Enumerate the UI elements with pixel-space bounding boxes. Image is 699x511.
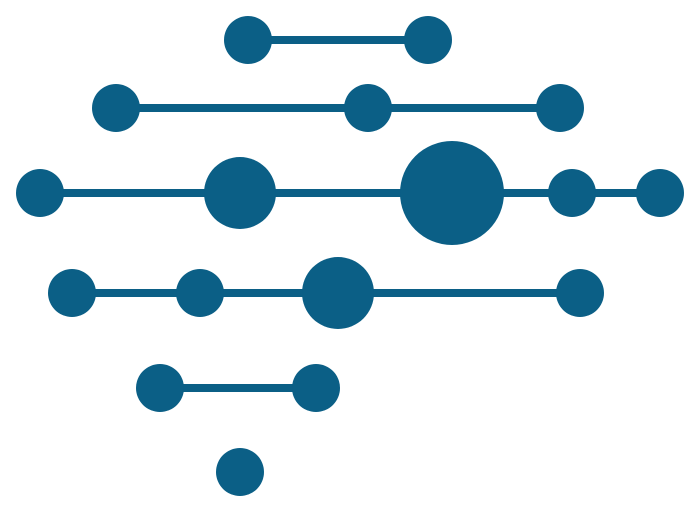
row-3-node-3 <box>400 141 504 245</box>
row-2-node-3 <box>536 84 584 132</box>
row-4-node-2 <box>176 269 224 317</box>
row-3-node-2 <box>204 157 276 229</box>
row-2-node-1 <box>92 84 140 132</box>
nodes <box>16 16 684 496</box>
row-5-node-2 <box>292 364 340 412</box>
row-1-node-2 <box>404 16 452 64</box>
row-3-node-1 <box>16 169 64 217</box>
row-5-node-1 <box>136 364 184 412</box>
row-1-node-1 <box>224 16 272 64</box>
row-4-node-3 <box>302 257 374 329</box>
row-2-node-2 <box>344 84 392 132</box>
row-4-node-4 <box>556 269 604 317</box>
row-3-node-4 <box>548 169 596 217</box>
row-3-node-5 <box>636 169 684 217</box>
row-4-node-1 <box>48 269 96 317</box>
row-6-node-1 <box>216 448 264 496</box>
